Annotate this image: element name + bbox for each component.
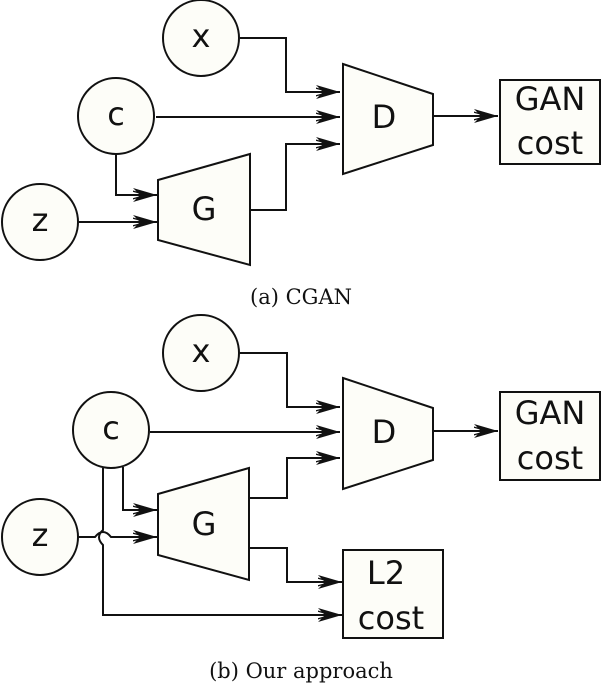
- gan-cost-line1: GAN: [515, 394, 586, 432]
- node-c: [72, 391, 150, 469]
- l2-cost-line2: cost: [358, 599, 424, 637]
- node-z-label: z: [32, 201, 49, 239]
- gan-cost-line1: GAN: [515, 80, 586, 118]
- generator-label: G: [192, 505, 217, 543]
- gan-cost-line2: cost: [517, 124, 583, 162]
- node-x-label: x: [192, 332, 211, 370]
- node-x-label: x: [192, 17, 211, 55]
- l2-cost-box: [342, 549, 444, 639]
- gan-cost-box: [499, 391, 601, 481]
- edge-g-to-l2-cost: [249, 547, 342, 582]
- discriminator-label: D: [372, 413, 397, 451]
- l2-cost-line1: L2: [367, 554, 405, 592]
- node-c-label: c: [102, 409, 120, 447]
- gan-cost-box: [499, 79, 601, 165]
- node-x: [162, 0, 240, 77]
- caption-b: (b) Our approach: [209, 659, 393, 683]
- edge-c-to-g: [115, 154, 157, 195]
- edge-z-to-g: [79, 532, 157, 537]
- edge-x-to-d: [240, 352, 340, 407]
- node-c: [77, 77, 155, 155]
- edge-c-to-g: [122, 467, 157, 510]
- edge-c-to-l2-cost: [98, 468, 342, 615]
- edge-g-to-d: [249, 458, 340, 499]
- panel-a-cgan: x c z G D GAN cost (a) CGAN: [1, 0, 601, 309]
- discriminator-block: [342, 62, 434, 176]
- gan-cost-line2: cost: [517, 439, 583, 477]
- generator-label: G: [192, 190, 217, 228]
- node-c-label: c: [107, 95, 125, 133]
- panel-b-our-approach: x c z G D GAN cost L2 cost (b) Our appro…: [1, 314, 601, 683]
- edge-x-to-d: [240, 37, 340, 92]
- node-z: [1, 183, 79, 261]
- node-z: [1, 498, 79, 576]
- generator-block: [157, 152, 251, 267]
- node-x: [162, 314, 240, 392]
- discriminator-block: [342, 376, 434, 491]
- discriminator-label: D: [372, 98, 397, 136]
- node-z-label: z: [32, 516, 49, 554]
- generator-block: [157, 466, 250, 582]
- edge-g-to-d: [251, 144, 340, 211]
- caption-a: (a) CGAN: [250, 285, 352, 309]
